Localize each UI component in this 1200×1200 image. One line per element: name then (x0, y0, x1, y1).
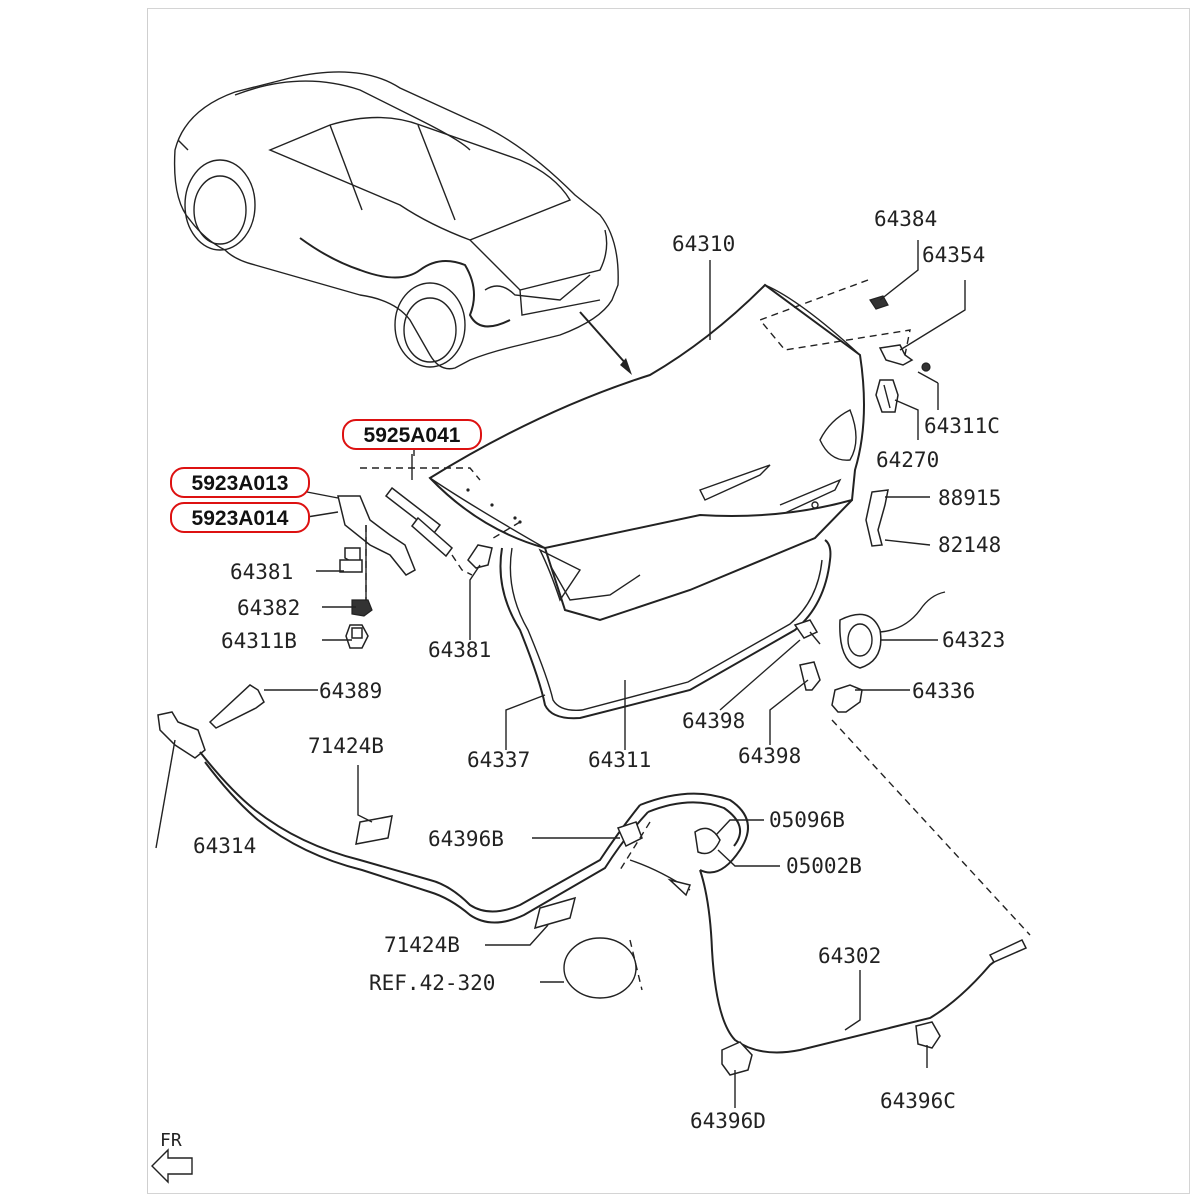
label-64396D: 64396D (690, 1109, 766, 1133)
label-88915: 88915 (938, 486, 1001, 510)
label-64337: 64337 (467, 748, 530, 772)
right-side-parts (758, 279, 1031, 936)
label-64310: 64310 (672, 232, 735, 256)
label-64302: 64302 (818, 944, 881, 968)
label-64323: 64323 (942, 628, 1005, 652)
car-overview-illustration (173, 71, 632, 375)
highlight-box-5925A041 (342, 419, 482, 450)
label-71424B-bottom: 71424B (384, 933, 460, 957)
part-number-5923A014: 5923A014 (192, 507, 289, 530)
release-cable-assembly (157, 684, 1028, 1076)
label-64311B: 64311B (221, 629, 297, 653)
label-64384: 64384 (874, 207, 937, 231)
label-64389: 64389 (319, 679, 382, 703)
part-labels: 64384 64310 64354 64311C 64270 88915 821… (193, 207, 1005, 1133)
label-05002B: 05002B (786, 854, 862, 878)
label-64396B: 64396B (428, 827, 504, 851)
highlight-box-5923A013 (170, 467, 310, 498)
diagram-frame (147, 8, 1190, 1194)
label-64354: 64354 (922, 243, 985, 267)
label-ref-42-320: REF.42-320 (369, 971, 495, 995)
part-number-5925A041: 5925A041 (364, 424, 461, 447)
label-64336: 64336 (912, 679, 975, 703)
label-82148: 82148 (938, 533, 1001, 557)
part-number-5923A013: 5923A013 (192, 472, 289, 495)
trunk-lid-illustration (428, 283, 865, 622)
highlighted-part-numbers: 5925A041 5923A013 5923A014 (170, 419, 482, 533)
stay-and-hinge-parts (337, 454, 521, 649)
label-64398-b: 64398 (738, 744, 801, 768)
front-label: FR (160, 1130, 182, 1151)
weatherstrip-seal (499, 539, 832, 720)
label-71424B-top: 71424B (308, 734, 384, 758)
label-64311: 64311 (588, 748, 651, 772)
label-64398-a: 64398 (682, 709, 745, 733)
label-64314: 64314 (193, 834, 256, 858)
label-64381-center: 64381 (428, 638, 491, 662)
label-64270: 64270 (876, 448, 939, 472)
label-64396C: 64396C (880, 1089, 956, 1113)
label-64311C: 64311C (924, 414, 1000, 438)
label-64381-left: 64381 (230, 560, 293, 584)
label-64382: 64382 (237, 596, 300, 620)
front-arrow-icon (151, 1148, 193, 1184)
front-direction-indicator: FR (151, 1130, 193, 1184)
leader-lines (155, 240, 966, 1108)
highlight-box-5923A014 (170, 502, 310, 533)
label-05096B: 05096B (769, 808, 845, 832)
